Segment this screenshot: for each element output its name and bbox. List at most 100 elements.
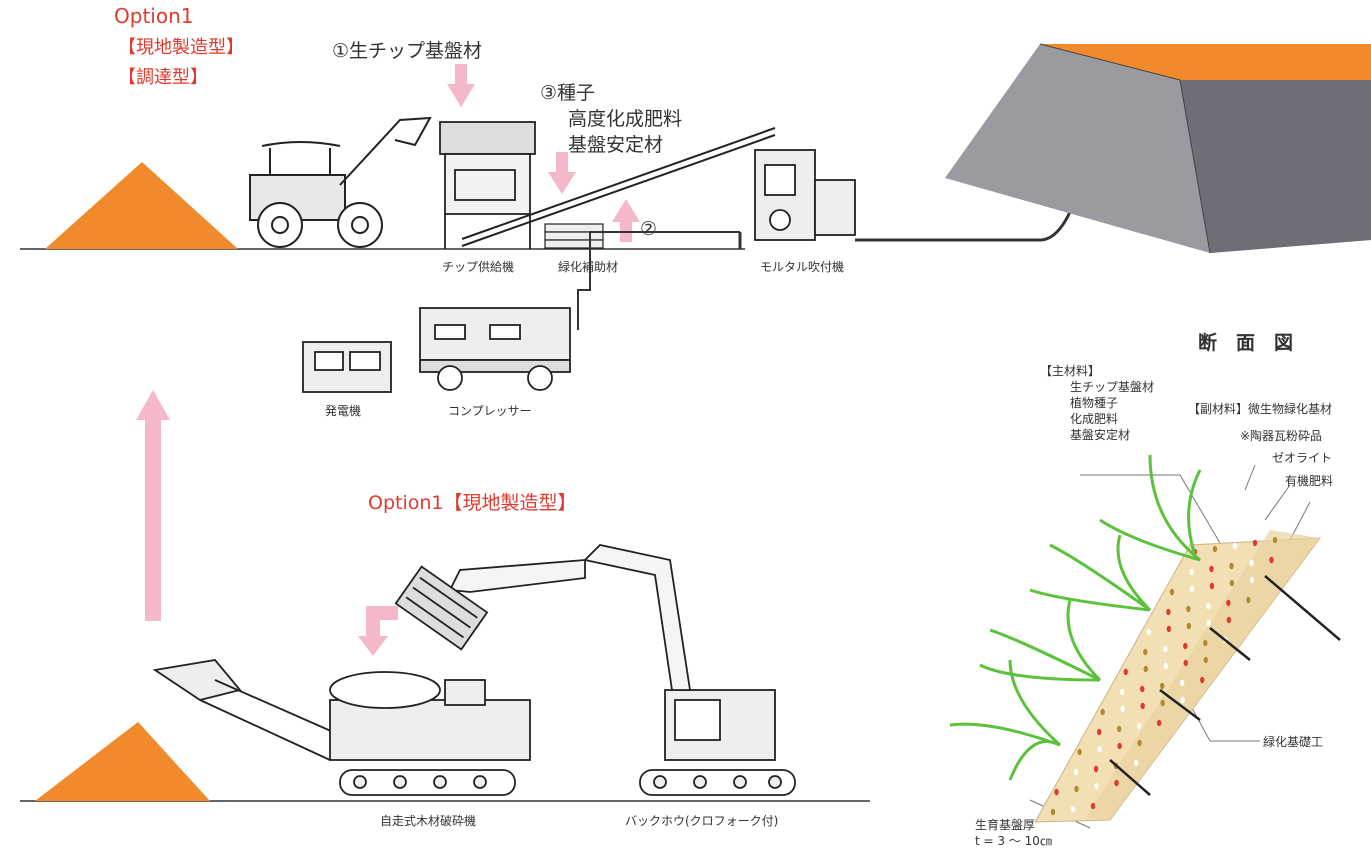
mat-particle xyxy=(1246,596,1251,604)
slope-block xyxy=(945,43,1371,254)
mat-particle xyxy=(1143,665,1148,673)
mat-particle xyxy=(1163,645,1168,653)
step3-stabilizer: 基盤安定材 xyxy=(568,134,664,156)
step1-label: ①生チップ基盤材 xyxy=(332,40,483,62)
mat-particle xyxy=(1229,562,1234,570)
crusher-label: 自走式木材破砕機 xyxy=(380,814,477,828)
step3-label: ③種子 xyxy=(540,82,596,104)
main-material-header: 【主材料】 xyxy=(1040,364,1101,378)
mat-particle xyxy=(1143,648,1148,656)
mat-particle xyxy=(1096,728,1102,736)
mat-particle xyxy=(1249,576,1255,584)
mat-particle xyxy=(1136,722,1142,730)
generator-label: 発電機 xyxy=(325,404,362,418)
main-item: 植物種子 xyxy=(1070,396,1119,410)
mat-particle xyxy=(1189,568,1194,576)
step2-label: ② xyxy=(640,218,658,240)
wheel-loader xyxy=(249,116,432,248)
main-item: 化成肥料 xyxy=(1070,412,1119,426)
greening-mat xyxy=(1034,530,1322,823)
mat-particle xyxy=(1183,642,1188,650)
mat-particle xyxy=(1166,608,1171,616)
arrow-bend-crusher xyxy=(358,606,398,656)
mat-particle xyxy=(1180,696,1185,704)
anchor-pins xyxy=(1109,575,1341,796)
mat-particle xyxy=(1100,708,1105,716)
grass xyxy=(949,454,1202,781)
mat-particle xyxy=(1137,739,1142,747)
type-onsite-label: 【現地製造型】 xyxy=(118,37,244,58)
mat-particle xyxy=(1186,605,1191,613)
up-arrow xyxy=(136,390,170,621)
mat-particle xyxy=(1094,782,1099,790)
mat-particle xyxy=(1120,688,1125,696)
mat-particle xyxy=(1146,628,1152,636)
mat-particle xyxy=(1209,582,1215,590)
mat-particle xyxy=(1252,539,1258,547)
mat-particle xyxy=(1114,779,1119,787)
arrow-down-seeds xyxy=(548,152,576,194)
chip-feeder xyxy=(439,121,536,249)
mat-particle xyxy=(1209,565,1214,573)
mat-particle xyxy=(1183,659,1188,667)
foundation-label: 緑化基礎工 xyxy=(1263,735,1324,749)
generator xyxy=(302,341,392,393)
mat-particle xyxy=(1120,705,1125,713)
mat-particle xyxy=(1203,639,1208,647)
mat-particle xyxy=(1186,622,1192,630)
soil-pile-bottom xyxy=(35,722,210,801)
type-procure-label: 【調達型】 xyxy=(118,67,208,88)
mat-particle xyxy=(1140,685,1145,693)
mat-particle xyxy=(1050,808,1056,816)
mat-particle xyxy=(1073,768,1079,776)
mat-particle xyxy=(1166,625,1172,633)
mat-particle xyxy=(1077,748,1082,756)
mat-particle xyxy=(1123,668,1128,676)
soil-pile-top xyxy=(45,162,238,249)
mat-particle xyxy=(1093,765,1099,773)
mat-particle xyxy=(1249,559,1254,567)
aux-material-stack xyxy=(544,223,604,249)
chip-feeder-label: チップ供給機 xyxy=(442,260,515,274)
mat-particle xyxy=(1203,656,1208,664)
sub-item: 有機肥料 xyxy=(1285,474,1334,488)
mat-particle xyxy=(1169,588,1175,596)
mat-particle xyxy=(1180,679,1185,687)
arrow-down-chip xyxy=(447,64,475,107)
compressor xyxy=(419,307,571,391)
sub-material-header: 【副材料】微生物緑化基材 xyxy=(1188,402,1333,416)
mat-particle xyxy=(1116,725,1122,733)
mat-particle xyxy=(1140,702,1145,710)
mat-particle xyxy=(1206,602,1211,610)
mat-particle xyxy=(1074,785,1079,793)
mat-particle xyxy=(1163,662,1168,670)
mat-particle xyxy=(1117,742,1122,750)
thickness-label: 生育基盤厚 xyxy=(975,818,1036,832)
mat-particle xyxy=(1226,616,1232,624)
mortar-sprayer xyxy=(754,149,856,241)
mat-particle xyxy=(1054,788,1059,796)
mat-particle xyxy=(1232,542,1238,550)
step3-fertilizer: 高度化成肥料 xyxy=(568,108,683,130)
thickness-value: t = 3 ～ 10㎝ xyxy=(975,834,1052,848)
mat-particle xyxy=(1070,805,1076,813)
option-label-top: Option1 xyxy=(114,4,194,28)
mat-particle xyxy=(1200,676,1205,684)
sub-item: ゼオライト xyxy=(1272,451,1333,465)
arrow-up-aux xyxy=(612,199,640,242)
backhoe-label: バックホウ(クロフォーク付) xyxy=(625,814,779,828)
mat-particle xyxy=(1229,579,1235,587)
main-item: 生チップ基盤材 xyxy=(1070,380,1155,394)
option-label-bottom: Option1【現地製造型】 xyxy=(368,492,577,514)
mat-particle xyxy=(1133,759,1139,767)
air-hose xyxy=(577,231,740,330)
main-item: 基盤安定材 xyxy=(1070,428,1131,442)
mat-particle xyxy=(1097,745,1102,753)
mat-particle xyxy=(1156,719,1162,727)
mat-particle xyxy=(1269,556,1274,564)
section-title: 断 面 図 xyxy=(1198,332,1294,354)
mat-particle xyxy=(1090,802,1096,810)
mat-particle xyxy=(1272,536,1278,544)
compressor-label: コンプレッサー xyxy=(448,404,532,418)
